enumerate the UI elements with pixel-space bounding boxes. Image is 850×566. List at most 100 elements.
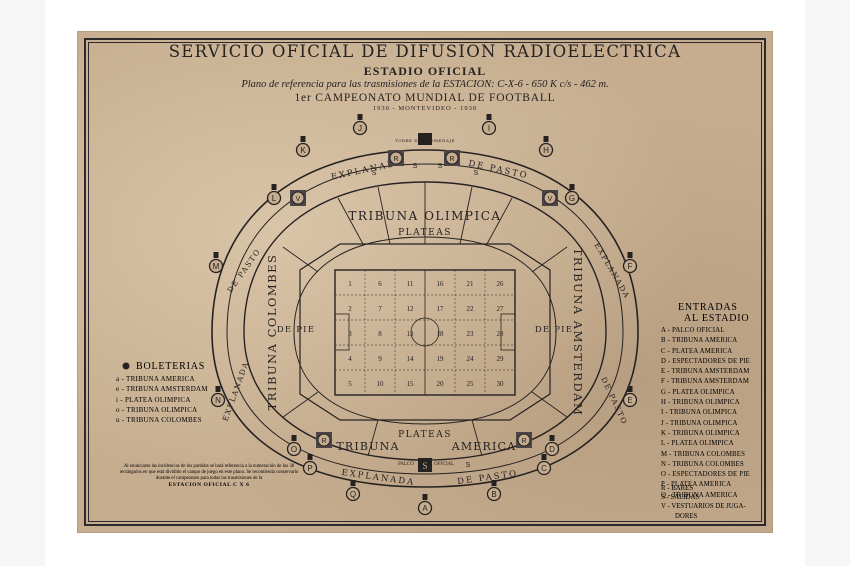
map-title: SERVICIO OFICIAL DE DIFUSION RADIOELECTR…: [168, 42, 682, 61]
field-sector-number: 4: [348, 355, 352, 363]
entrada-item: B - TRIBUNA AMERICA: [661, 337, 738, 345]
field-sector-number: 30: [497, 380, 505, 388]
entrada-item: I - TRIBUNA OLIMPICA: [661, 409, 738, 417]
note-station: ESTACION OFICIAL C X 6: [168, 482, 250, 488]
svg-text:A: A: [422, 504, 428, 513]
gate-marker: R: [388, 150, 404, 166]
svg-text:C: C: [541, 464, 547, 473]
field-sector-number: 20: [437, 380, 445, 388]
field-sector-number: 29: [497, 355, 505, 363]
dates-line: 1930 - MONTEVIDEO - 1930: [372, 105, 478, 112]
field-sector-number: 10: [377, 380, 385, 388]
gate-marker: K: [295, 136, 311, 158]
label-de-pie-left: DE PIE: [277, 325, 315, 335]
entrada-item: K - TRIBUNA OLIMPICA: [661, 429, 740, 437]
gate-marker: L: [266, 184, 282, 206]
inner-border: [88, 42, 762, 522]
esplanade-inner-ring: [226, 163, 624, 475]
entrada-item: J - TRIBUNA OLIMPICA: [661, 419, 738, 427]
field-sector-number: 23: [467, 330, 475, 338]
boleteria-item: e - TRIBUNA AMSTERDAM: [116, 385, 208, 394]
svg-text:K: K: [300, 146, 306, 155]
field-sector-number: 12: [407, 305, 415, 313]
field-sector-number: 6: [378, 280, 382, 288]
label-de-pasto-left: DE PASTO: [225, 247, 262, 295]
field-sector-number: 13: [407, 330, 415, 338]
gate-marker: Q: [345, 480, 361, 502]
entrada-item: A - PALCO OFICIAL: [661, 327, 725, 334]
label-tribuna-olimpica: TRIBUNA OLIMPICA: [348, 209, 501, 223]
reference-line: Plano de referencia para las trasmisione…: [241, 79, 609, 90]
svg-text:V: V: [548, 196, 553, 203]
svg-text:V: V: [296, 196, 301, 203]
field-sector-number: 14: [407, 355, 415, 363]
stadium-map-sheet: SERVICIO OFICIAL DE DIFUSION RADIOELECTR…: [78, 32, 772, 532]
gate-marker: B: [486, 480, 502, 502]
gate-marker: O: [286, 435, 302, 457]
entrada-item: H - TRIBUNA OLIMPICA: [661, 399, 740, 407]
svg-text:Q: Q: [350, 490, 356, 499]
gate-marker: R: [444, 150, 460, 166]
gate-marker: S: [466, 462, 471, 469]
entradas-title: ENTRADAS AL ESTADIO: [678, 302, 749, 324]
field-sector-number: 3: [348, 330, 352, 338]
label-tribuna-a: TRIBUNA: [336, 440, 399, 453]
svg-text:B: B: [491, 490, 496, 499]
gate-marker: S: [474, 170, 479, 177]
boleterias-title: BOLETERIAS: [136, 361, 206, 372]
torre-del-homenaje: [418, 133, 432, 145]
field-sector-number: 19: [437, 355, 445, 363]
svg-text:L: L: [272, 194, 277, 203]
entrada-item: N - TRIBUNA COLOMBES: [661, 460, 744, 468]
gate-marker: A: [417, 494, 433, 516]
entrada-item: G - PLATEA OLIMPICA: [661, 388, 735, 396]
note-text: Al enunciarse las incidencias de los par…: [119, 464, 299, 481]
field-sector-number: 9: [378, 355, 382, 363]
field-sector-number: 27: [497, 305, 505, 313]
gate-marker: P: [302, 454, 318, 476]
gate-marker: D: [544, 435, 560, 457]
extra-item: DORES: [675, 512, 698, 520]
entrada-item: O - ESPECTADORES DE PIE: [661, 471, 751, 479]
svg-text:R: R: [321, 438, 326, 445]
boleteria-item: a - TRIBUNA AMERICA: [116, 375, 195, 383]
svg-text:I: I: [488, 124, 490, 133]
svg-text:S: S: [413, 163, 418, 170]
entrada-item: E - TRIBUNA AMSTERDAM: [661, 368, 750, 376]
svg-text:S: S: [372, 170, 377, 177]
svg-text:J: J: [358, 124, 362, 133]
svg-text:P: P: [307, 464, 312, 473]
field-grid: [335, 270, 515, 395]
boleterias-list: a - TRIBUNA AMERICA e - TRIBUNA AMSTERDA…: [116, 374, 208, 425]
outer-border: [84, 38, 766, 526]
label-plateas-top: PLATEAS: [398, 228, 452, 238]
entrada-item: L - PLATEA OLIMPICA: [661, 440, 734, 448]
gate-marker: I: [481, 114, 497, 136]
field-sector-number: 5: [348, 380, 352, 388]
field-sector-number: 21: [467, 280, 475, 288]
platea-ring: [299, 243, 551, 421]
gate-marker: S: [413, 163, 418, 170]
entrada-item: C - PLATEA AMERICA: [661, 347, 733, 355]
entradas-list: A - PALCO OFICIAL B - TRIBUNA AMERICA C …: [661, 326, 750, 501]
field-sector-number: 7: [378, 305, 382, 313]
svg-text:S: S: [466, 462, 471, 469]
field-sector-number: 22: [467, 305, 475, 313]
gate-marker: G: [564, 184, 580, 206]
svg-text:R: R: [521, 438, 526, 445]
entrada-item: D - ESPECTADORES DE PIE: [661, 357, 751, 365]
svg-text:S: S: [474, 170, 479, 177]
svg-text:R: R: [449, 156, 454, 163]
field-sector-number: 1: [348, 280, 352, 288]
broadcast-note: Al enunciarse las incidencias de los par…: [114, 464, 304, 489]
svg-text:F: F: [628, 262, 633, 271]
label-tribuna-b: AMERICA: [451, 440, 517, 453]
svg-text:S: S: [438, 163, 443, 170]
entrada-item: M - TRIBUNA COLOMBES: [661, 450, 746, 458]
svg-text:G: G: [569, 194, 575, 203]
label-de-pie-right: DE PIE: [535, 325, 573, 335]
extra-item: V - VESTUARIOS DE JUGA-: [661, 503, 746, 511]
field-sector-number: 2: [348, 305, 352, 313]
palco-oficial-box: [418, 458, 432, 472]
